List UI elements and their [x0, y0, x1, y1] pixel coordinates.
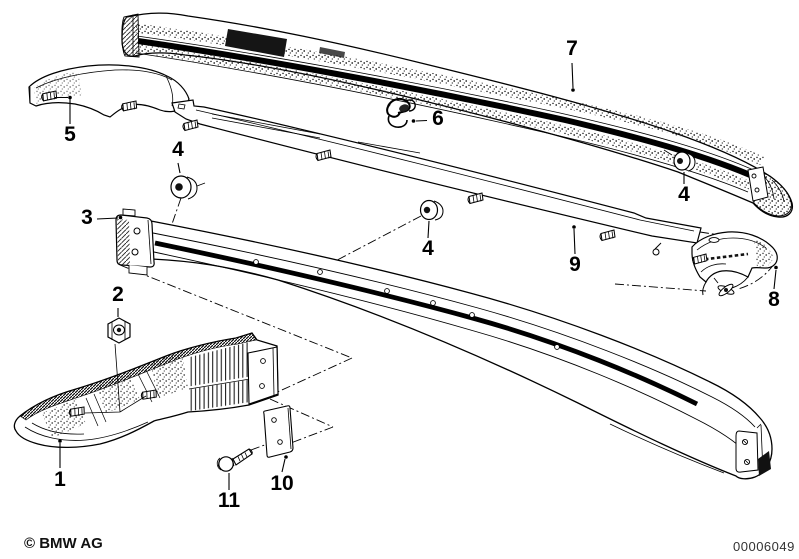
callout-5: 5: [64, 123, 76, 146]
clip-fastener: [713, 277, 735, 297]
part-4-grommet-middle: [419, 199, 444, 221]
callout-3: 3: [81, 206, 93, 229]
callout-1: 1: [54, 468, 66, 491]
part-11-hex-bolt: [216, 448, 253, 472]
part-5-corner-piece-upper-left: [28, 64, 190, 118]
part-2-hex-nut: [107, 317, 131, 344]
part-3-bumper-bar: [115, 208, 773, 480]
callout-9: 9: [569, 253, 581, 276]
image-number: 00006049: [733, 539, 795, 554]
part-6-spring-clip: [386, 97, 416, 128]
callout-11: 11: [217, 489, 241, 512]
callout-2: 2: [112, 283, 124, 306]
callout-8: 8: [768, 288, 780, 311]
callout-10: 10: [270, 472, 294, 495]
part-10-backing-plate: [263, 405, 294, 458]
callout-6: 6: [432, 107, 444, 130]
right-end-bracket: [735, 430, 759, 473]
part-1-corner-piece-lower-left: [13, 332, 279, 449]
part-9-mounting-rail: [171, 99, 702, 256]
callout-leader-lines: [55, 62, 778, 490]
left-end-cap: [121, 13, 140, 58]
callout-7: 7: [566, 37, 578, 60]
callout-4a: 4: [172, 138, 184, 161]
mount-plate: [247, 346, 279, 405]
part-4-grommet-left: [170, 175, 206, 200]
part-8-corner-piece-upper-right: [691, 231, 778, 297]
bumper-rubber-strip: [154, 240, 699, 407]
callout-4c: 4: [678, 183, 690, 206]
callout-4b: 4: [422, 237, 434, 260]
rubber-strip: [137, 38, 759, 181]
part-4-grommet-right: [663, 149, 696, 172]
copyright-notice: © BMW AG: [24, 535, 103, 552]
